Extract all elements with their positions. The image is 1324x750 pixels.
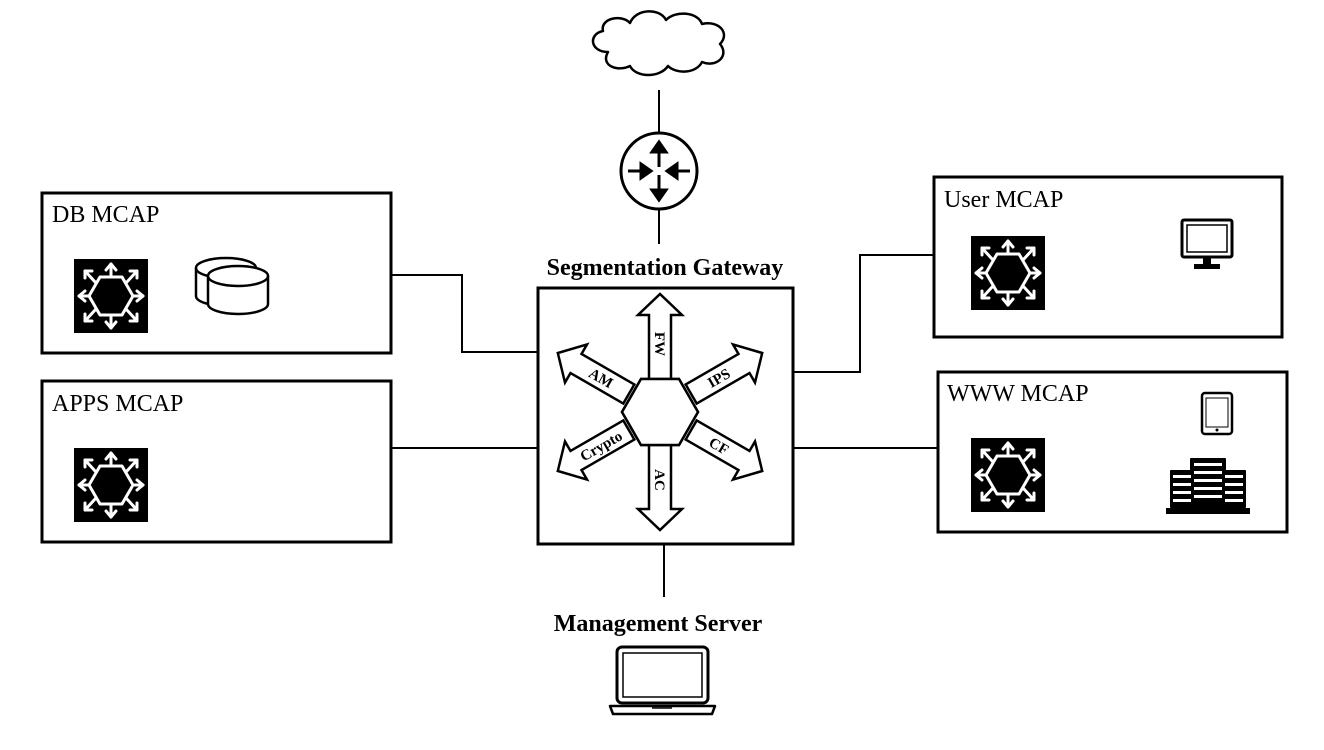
db-mcap-label: DB MCAP [52, 202, 159, 228]
function-label-fw: FW [651, 332, 667, 356]
server-rack-icon [1166, 458, 1250, 514]
apps-mcap-label: APPS MCAP [52, 391, 183, 417]
function-arrow-cf: CF [683, 418, 764, 482]
management-server-title: Management Server [554, 611, 763, 637]
user-mcap-label: User MCAP [944, 187, 1063, 213]
function-arrow-fw: FW [634, 292, 686, 381]
laptop-icon [608, 645, 717, 716]
function-arrow-ac: AC [634, 443, 686, 532]
user-mcap-zone: User MCAP [932, 175, 1284, 339]
switch-icon [72, 446, 150, 524]
switch-icon [969, 436, 1047, 514]
database-icon [194, 256, 270, 316]
gateway-function-star: FW IPS CF AC Crypto AM [556, 292, 764, 532]
db-mcap-zone: DB MCAP [40, 191, 393, 355]
gateway-title: Segmentation Gateway [547, 255, 784, 281]
connector-lines [391, 90, 938, 597]
function-label-ac: AC [651, 469, 667, 491]
monitor-icon [1180, 218, 1234, 269]
cloud-icon [591, 10, 726, 77]
switch-icon [72, 257, 150, 335]
www-mcap-label: WWW MCAP [947, 381, 1089, 407]
tablet-icon [1200, 391, 1234, 436]
www-mcap-zone: WWW MCAP [936, 370, 1289, 534]
apps-mcap-zone: APPS MCAP [40, 379, 393, 544]
router-icon [619, 131, 699, 211]
function-arrow-am: AM [556, 342, 637, 406]
switch-icon [969, 234, 1047, 312]
